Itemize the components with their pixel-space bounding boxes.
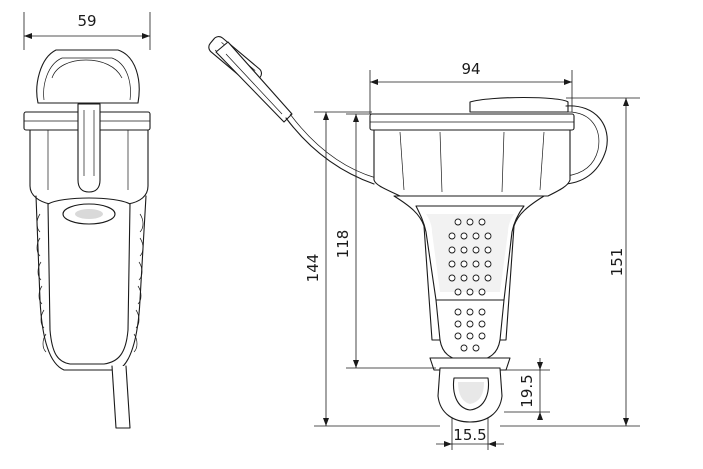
dimension-59: 59 bbox=[23, 12, 151, 50]
front-view bbox=[208, 36, 608, 423]
dimension-144: 144 bbox=[304, 111, 440, 427]
dim-label-151: 151 bbox=[608, 248, 626, 277]
dimension-94: 94 bbox=[369, 60, 573, 114]
dim-label-144: 144 bbox=[304, 254, 322, 283]
dim-label-15-5: 15.5 bbox=[453, 426, 486, 444]
dim-label-19-5: 19.5 bbox=[518, 374, 536, 407]
vent-holes bbox=[448, 218, 492, 352]
dim-label-118: 118 bbox=[334, 230, 352, 259]
side-view bbox=[23, 49, 151, 429]
dimension-151: 151 bbox=[500, 97, 640, 427]
dim-label-94: 94 bbox=[461, 60, 480, 78]
dimension-15-5: 15.5 bbox=[436, 418, 504, 450]
dimension-118: 118 bbox=[334, 113, 436, 369]
dimension-19-5: 19.5 bbox=[500, 358, 550, 420]
dim-label-59: 59 bbox=[77, 12, 96, 30]
